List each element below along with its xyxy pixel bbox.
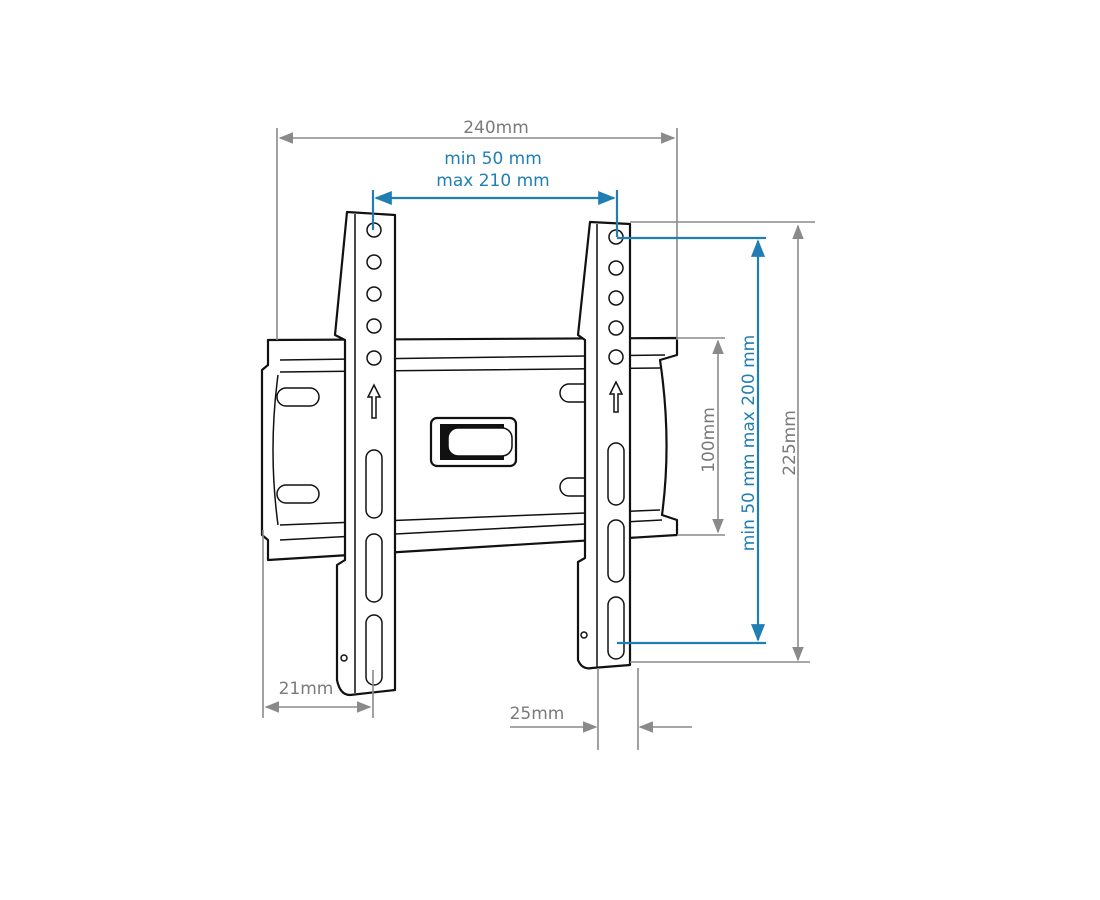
dimension-240mm: 240mm bbox=[276, 118, 678, 340]
right-vertical-bracket bbox=[576, 220, 632, 670]
dimension-100mm: 100mm bbox=[677, 337, 725, 536]
wall-distance-label: 25mm bbox=[510, 704, 565, 724]
vesa-vertical-label: min 50 mm max 200 mm bbox=[739, 335, 759, 551]
dimension-25mm: 25mm bbox=[510, 668, 692, 750]
vesa-horizontal-max-label: max 210 mm bbox=[436, 171, 549, 191]
dimension-21mm: 21mm bbox=[262, 530, 374, 718]
overall-height-label: 225mm bbox=[780, 410, 800, 476]
vesa-horizontal: min 50 mm max 210 mm bbox=[371, 149, 619, 237]
vesa-vertical: min 50 mm max 200 mm bbox=[617, 236, 766, 645]
dimension-225mm: 225mm bbox=[630, 221, 815, 663]
wall-plate-height-label: 100mm bbox=[699, 407, 719, 473]
vesa-horizontal-min-label: min 50 mm bbox=[444, 149, 542, 169]
overall-width-label: 240mm bbox=[463, 118, 529, 138]
left-vertical-bracket bbox=[333, 210, 397, 697]
bracket-offset-label: 21mm bbox=[279, 679, 334, 699]
